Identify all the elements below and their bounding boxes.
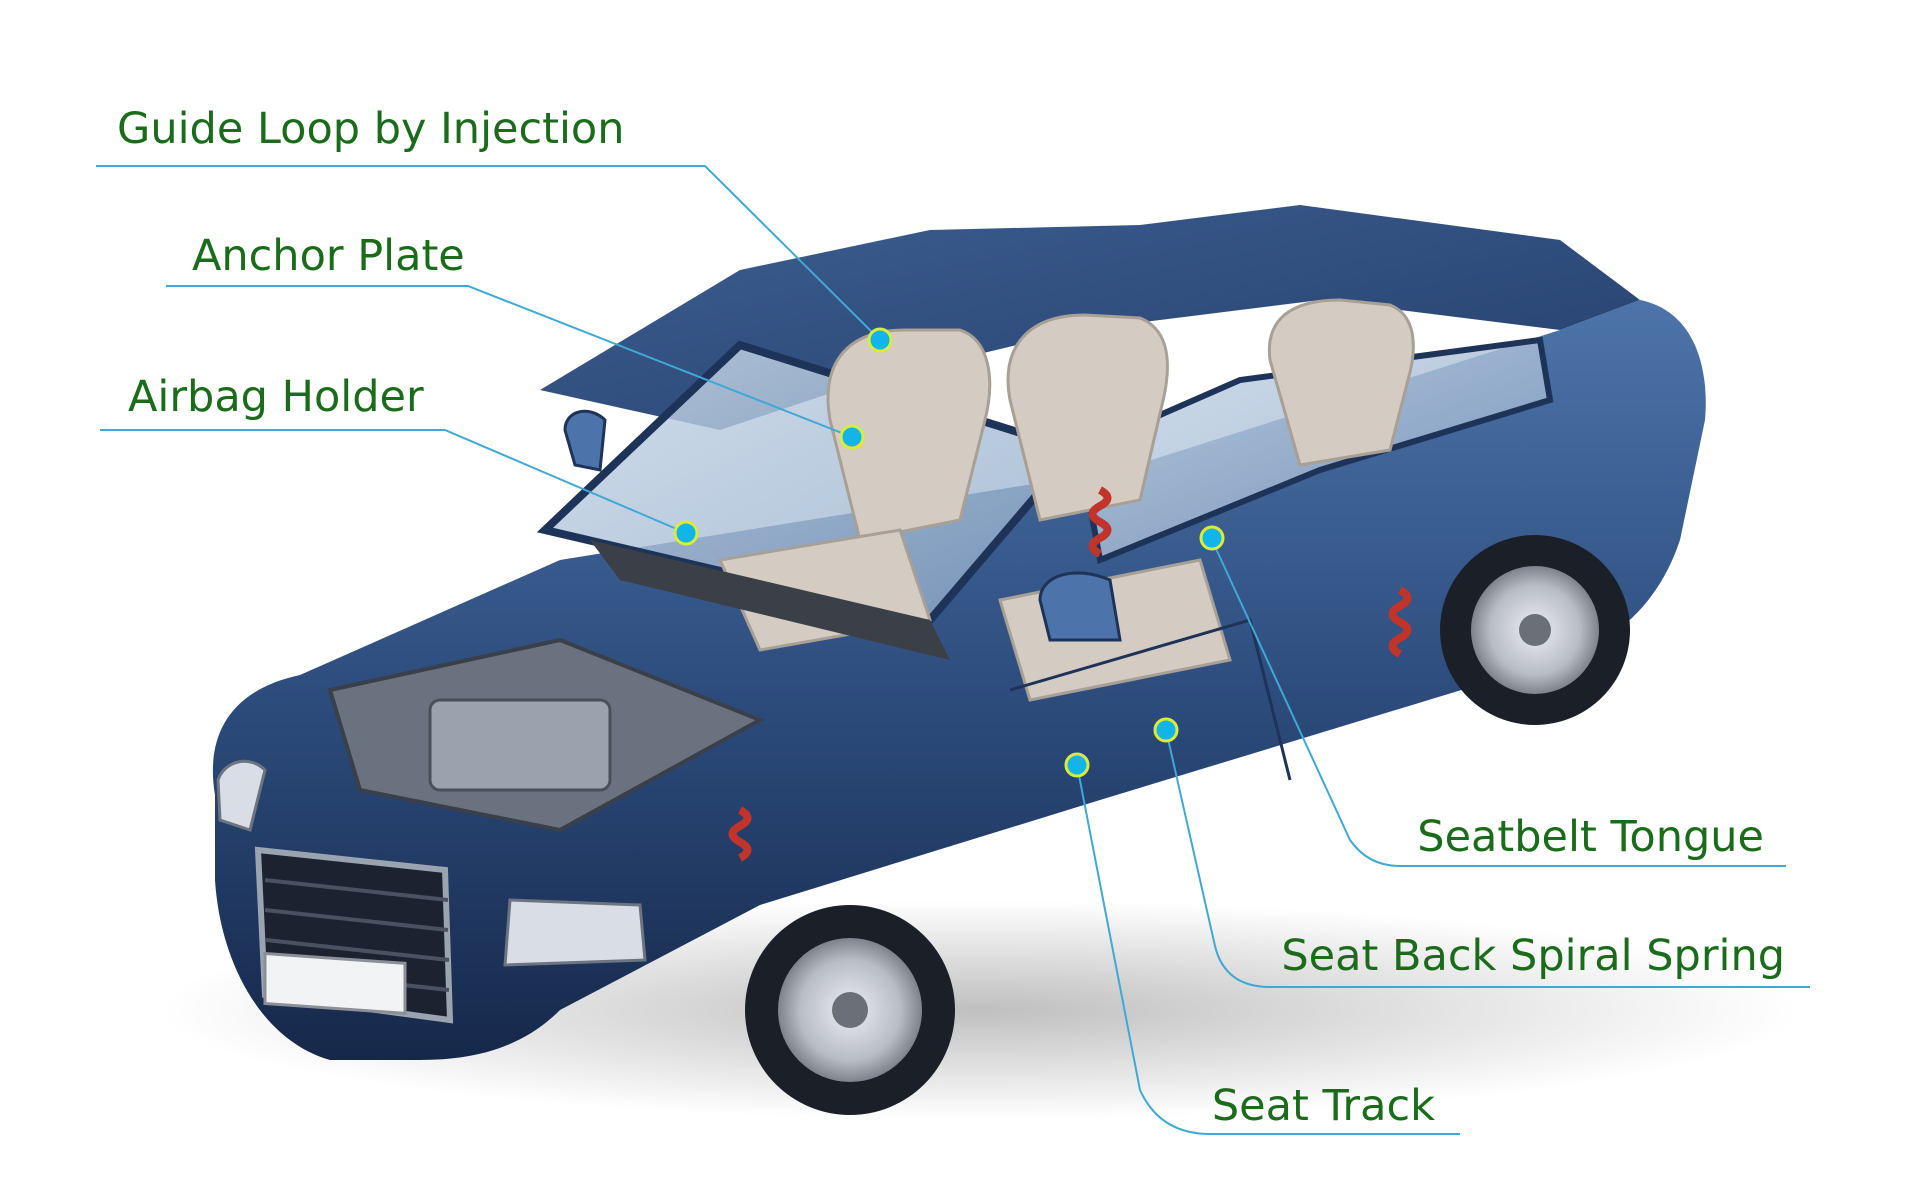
side-mirror-left bbox=[563, 409, 607, 472]
label-airbag-holder: Airbag Holder bbox=[128, 372, 424, 422]
leader-line-anchor-plate bbox=[166, 285, 853, 438]
hotspot-markers bbox=[673, 327, 1225, 778]
interior-seats bbox=[717, 298, 1415, 702]
hotspot-seatbelt-tongue-icon[interactable] bbox=[1199, 525, 1225, 551]
license-plate bbox=[263, 951, 407, 1015]
hotspot-airbag-holder-icon[interactable] bbox=[673, 520, 699, 546]
leader-line-seat-back-spring bbox=[1165, 729, 1810, 988]
side-mirror bbox=[1038, 571, 1122, 642]
suspension-springs bbox=[728, 486, 1412, 862]
leader-line-seat-track bbox=[1076, 764, 1460, 1135]
label-guide-loop: Guide Loop by Injection bbox=[117, 104, 625, 154]
headlight-right bbox=[503, 898, 647, 967]
label-seat-track: Seat Track bbox=[1211, 1081, 1435, 1131]
car-body-lower bbox=[212, 300, 1706, 1060]
door-seam bbox=[1009, 618, 1292, 781]
leader-line-seatbelt-tongue bbox=[1211, 539, 1786, 867]
hotspot-seat-back-spring-icon[interactable] bbox=[1153, 717, 1179, 743]
leader-lines bbox=[96, 165, 1810, 1135]
rear-wheel bbox=[1440, 535, 1630, 725]
leader-line-guide-loop bbox=[96, 165, 881, 341]
label-seat-back-spring: Seat Back Spiral Spring bbox=[1281, 931, 1785, 981]
hotspot-seat-track-icon[interactable] bbox=[1064, 752, 1090, 778]
label-anchor-plate: Anchor Plate bbox=[192, 231, 465, 281]
front-wheel bbox=[745, 905, 955, 1115]
hotspot-guide-loop-icon[interactable] bbox=[867, 327, 893, 353]
hotspot-anchor-plate-icon[interactable] bbox=[839, 424, 865, 450]
dashboard bbox=[590, 540, 950, 660]
headlight-left bbox=[216, 759, 267, 832]
leader-line-airbag-holder bbox=[100, 429, 687, 534]
label-seatbelt-tongue: Seatbelt Tongue bbox=[1417, 812, 1764, 862]
engine-block bbox=[428, 698, 612, 792]
